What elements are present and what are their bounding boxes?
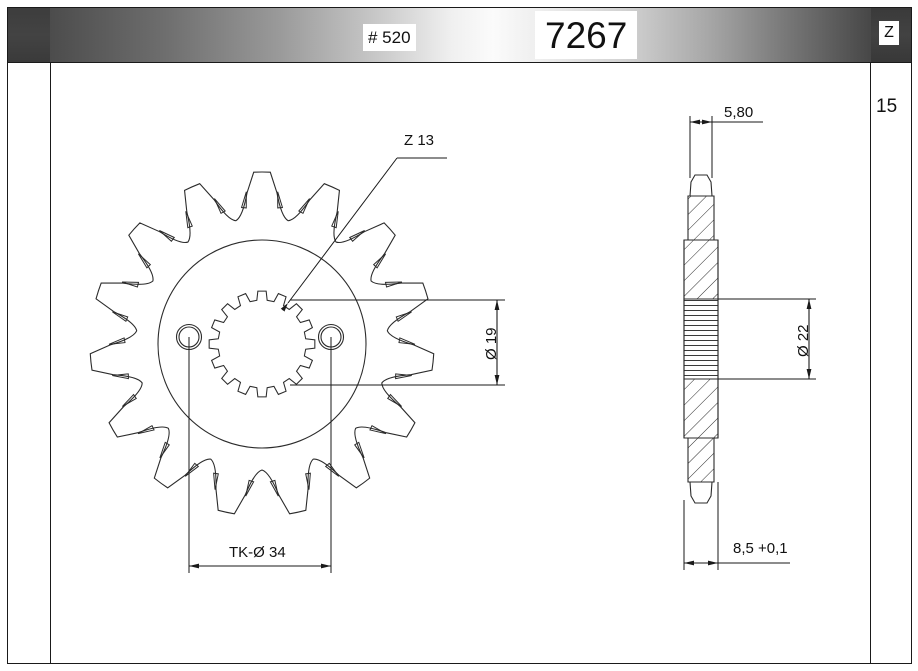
front-view-group [89,157,505,573]
hub-diameter-dimension-text: Ø 22 [795,324,812,357]
frame-header-underline [7,62,912,63]
spline-callout-leader [280,157,398,312]
part-number-label: 7267 [535,11,638,59]
header-gradient-band [50,8,871,62]
sprocket-body-circle [157,239,367,449]
side-rim-upper [683,239,719,300]
frame-top-edge [7,7,912,8]
side-tooth-body [687,195,715,241]
tooth-chamfer-marks [108,191,416,497]
side-rim-lower [683,378,719,439]
frame-left-edge [7,7,8,664]
tooth-width-dimension-text: 5,80 [724,104,754,121]
teeth-column-header: Z [879,21,899,45]
frame-divider-left [50,7,51,664]
side-spline-region [683,298,719,380]
bolt-circle-dimension-text: TK-Ø 34 [229,544,286,561]
frame-right-edge [911,7,912,664]
side-tooth-bottom [689,481,713,504]
base-width-dimension-text: 8,5 +0,1 [733,540,788,557]
frame-bottom-edge [7,663,912,664]
side-tooth-body-lower [687,437,715,483]
teeth-count-value: 15 [876,96,898,117]
bore-dimension-text: Ø 19 [483,327,500,360]
chain-pitch-label: # 520 [363,24,416,51]
side-tooth-top [689,174,713,197]
spline-hub-profile [208,290,316,398]
header-left-cap [8,8,50,62]
sprocket-tooth-profile [89,171,435,515]
side-view-group [683,116,816,570]
spline-callout-text: Z 13 [404,132,435,149]
frame-divider-right [870,7,871,664]
